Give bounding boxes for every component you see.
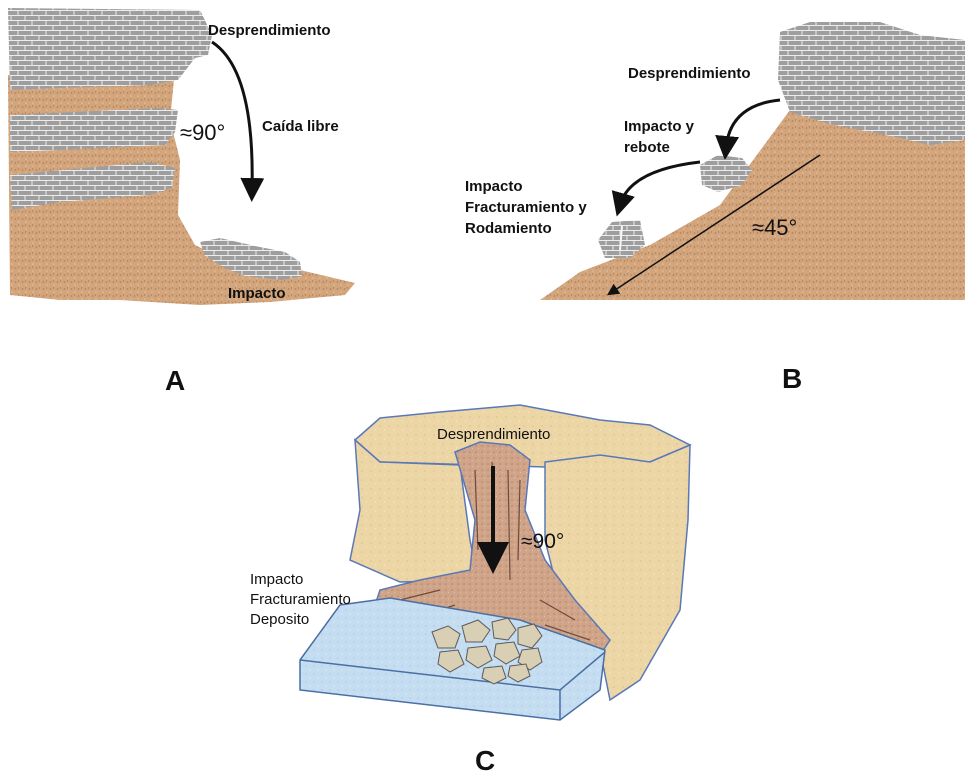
panel-c: Desprendimiento ≈90° Impacto Fracturamie…: [250, 405, 690, 776]
panel-a-angle-label: ≈90°: [180, 120, 225, 145]
panel-a-impact-label: Impacto: [228, 285, 286, 302]
panel-b-angle-label: ≈45°: [752, 215, 797, 240]
panel-b-rolling-arrow: [620, 162, 700, 205]
panel-c-deposit-label-2: Fracturamiento: [250, 591, 351, 608]
panel-b-impact-bounce-label-2: rebote: [624, 139, 670, 156]
panel-a-letter: A: [165, 365, 185, 396]
panel-a-rock-layer-top: [8, 8, 212, 90]
panel-a-rock-layer-2: [10, 108, 178, 152]
panel-b-detachment-label: Desprendimiento: [628, 65, 751, 82]
panel-b-roll-label-2: Fracturamiento y: [465, 199, 587, 216]
panel-a-freefall-label: Caída libre: [262, 118, 339, 135]
panel-c-deposit-label-3: Deposito: [250, 611, 309, 628]
panel-a: Desprendimiento Caída libre ≈90° Impacto…: [8, 8, 355, 396]
panel-b: Desprendimiento Impacto y rebote Impacto…: [465, 22, 965, 394]
panel-b-letter: B: [782, 363, 802, 394]
panel-c-letter: C: [475, 745, 495, 776]
panel-a-detachment-label: Desprendimiento: [208, 22, 331, 39]
panel-a-freefall-arrow: [212, 42, 252, 190]
panel-c-angle-label: ≈90°: [521, 530, 564, 553]
panel-c-deposit-label-1: Impacto: [250, 571, 303, 588]
panel-b-roll-label-3: Rodamiento: [465, 220, 552, 237]
panel-c-detachment-label: Desprendimiento: [437, 426, 550, 443]
panel-b-impact-bounce-label-1: Impacto y: [624, 118, 695, 135]
panel-b-roll-label-1: Impacto: [465, 178, 523, 195]
